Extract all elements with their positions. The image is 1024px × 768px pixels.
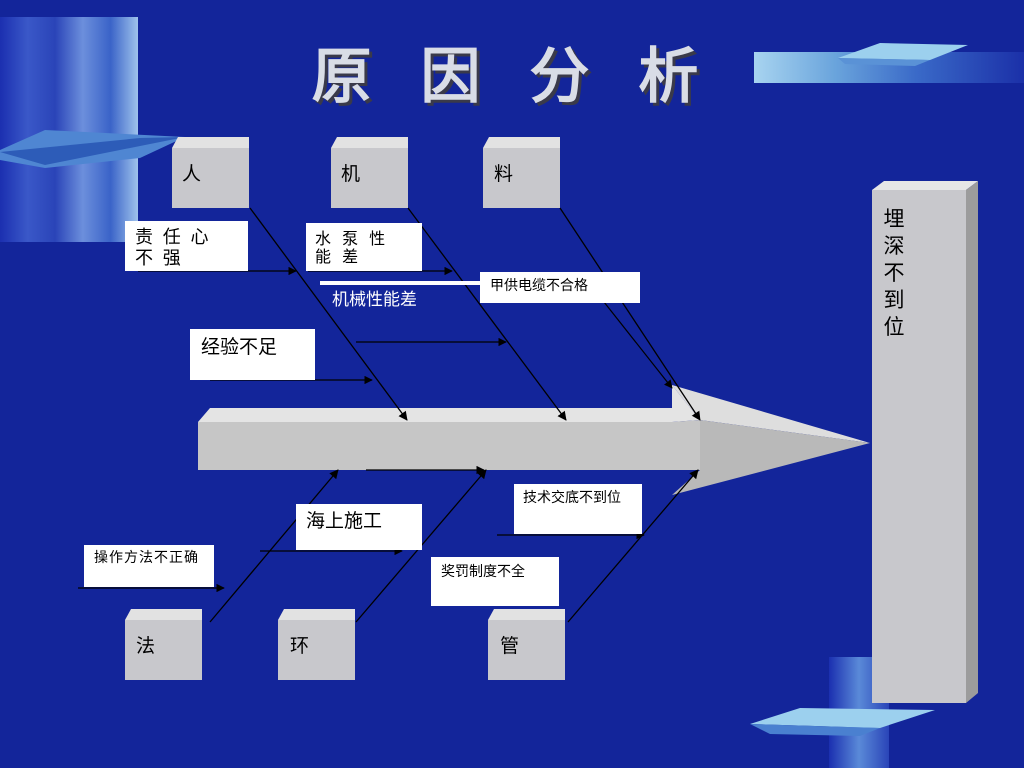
cause-box-jishu: 技术交底不到位 xyxy=(514,484,642,534)
effect-label: 埋深不到位 xyxy=(883,207,905,339)
cause-box-dianlan: 甲供电缆不合格 xyxy=(480,272,640,303)
category-label-guan: 管 xyxy=(500,635,520,657)
page-title: 原 因 分 析 xyxy=(311,42,713,112)
bone-guan xyxy=(567,469,699,623)
cause-box-haishang: 海上施工 xyxy=(296,504,422,550)
bone-fa xyxy=(209,469,339,623)
category-label-huan: 环 xyxy=(290,635,310,657)
cause-box-jingyan: 经验不足 xyxy=(190,329,315,380)
bone-liao xyxy=(559,207,701,421)
cause-box-caozuo: 操作方法不正确 xyxy=(84,545,214,587)
effect-box xyxy=(872,181,978,703)
arrow-dianlan xyxy=(603,301,673,389)
spine-arrow xyxy=(198,385,870,495)
category-label-ren: 人 xyxy=(182,163,202,185)
cause-box-jiangfa: 奖罚制度不全 xyxy=(431,557,559,606)
bone-ji xyxy=(407,207,567,421)
category-label-ji: 机 xyxy=(341,163,361,185)
category-label-fa: 法 xyxy=(136,635,156,657)
cause-label-jixie: 机械性能差 xyxy=(332,290,417,310)
category-box-huan xyxy=(278,609,355,680)
cause-arrows xyxy=(78,266,673,593)
category-box-fa xyxy=(125,609,202,680)
cause-box-shuibeng: 水 泵 性 能 差 xyxy=(306,223,422,271)
category-box-ji xyxy=(331,137,408,208)
cause-box-zeren: 责 任 心 不 强 xyxy=(125,221,248,271)
category-box-liao xyxy=(483,137,560,208)
category-box-guan xyxy=(488,609,565,680)
category-label-liao: 料 xyxy=(494,163,514,185)
category-box-ren xyxy=(172,137,249,208)
bone-ren xyxy=(249,207,408,421)
bones xyxy=(209,207,701,623)
